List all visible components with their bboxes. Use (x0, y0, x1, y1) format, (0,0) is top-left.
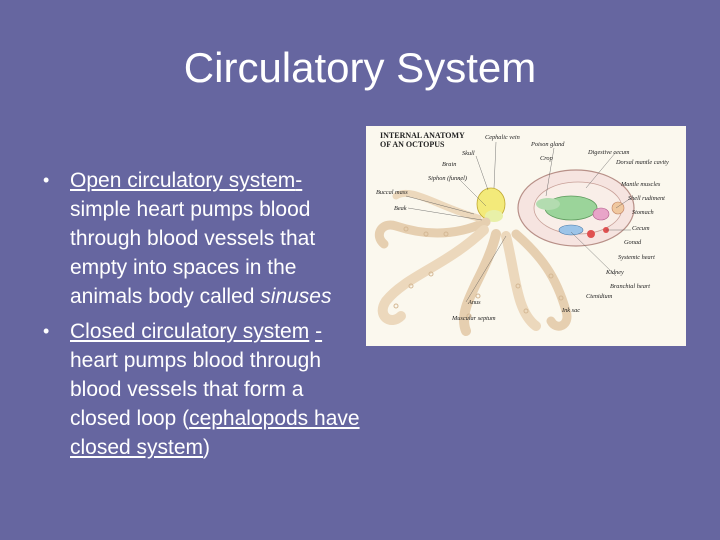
cephalopods-link[interactable]: cephalopods have closed system (70, 407, 360, 459)
slide-title: Circulatory System (183, 44, 537, 91)
label-skull: Skull (462, 150, 475, 157)
open-system-dash: - (295, 169, 303, 192)
label-digestive-cecum: Digestive cecum (587, 149, 630, 156)
open-system-text: simple heart pumps blood through blood v… (70, 198, 316, 308)
label-cecum: Cecum (632, 225, 650, 232)
closed-system-text: heart pumps blood through blood vessels … (70, 349, 322, 430)
label-leaders (405, 141, 632, 303)
octopus-anatomy-figure: INTERNAL ANATOMY OF AN OCTOPUS Cephalic … (366, 126, 686, 346)
label-stomach: Stomach (632, 209, 654, 216)
label-poison-gland: Poison gland (530, 141, 565, 148)
bullet-dot: • (43, 170, 50, 190)
open-system-term[interactable]: Open circulatory system (70, 169, 296, 192)
label-systemic-heart: Systemic heart (618, 254, 655, 261)
closed-system-term[interactable]: Closed circulatory system (70, 320, 310, 343)
sinuses-term: sinuses (260, 285, 332, 308)
label-branchial-heart: Branchial heart (610, 283, 650, 290)
closed-system-dash: - (315, 320, 323, 343)
octopus-drawing (374, 169, 635, 336)
bullet-open-system: • Open circulatory system- simple heart … (40, 166, 360, 311)
label-dorsal-mantle: Dorsal mantle cavity (615, 159, 669, 166)
label-siphon: Siphon (funnel) (428, 175, 467, 182)
label-mantle-muscles: Mantle muscles (620, 181, 661, 188)
label-ink-sac: Ink sac (561, 307, 580, 314)
label-ctenidium: Ctenidium (586, 293, 613, 300)
bullet-dot: • (43, 321, 50, 341)
octopus-diagram: INTERNAL ANATOMY OF AN OCTOPUS Cephalic … (374, 131, 669, 336)
closed-paren: ) (203, 436, 211, 459)
label-muscular-septum: Muscular septum (451, 315, 496, 322)
label-brain: Brain (442, 161, 456, 168)
label-shell-rudiment: Shell rudiment (628, 195, 665, 202)
figure-heading-line2: OF AN OCTOPUS (380, 140, 445, 149)
label-buccal-mass: Buccal mass (376, 189, 408, 196)
label-crop: Crop (540, 155, 553, 162)
bullet-closed-system: • Closed circulatory system - heart pump… (40, 317, 360, 462)
label-beak: Beak (394, 205, 407, 212)
label-cephalic-vein: Cephalic vein (485, 134, 520, 141)
figure-heading-line1: INTERNAL ANATOMY (380, 131, 465, 140)
label-kidney: Kidney (605, 269, 624, 276)
label-anus: Anus (467, 299, 481, 306)
bullet-list: • Open circulatory system- simple heart … (40, 166, 360, 468)
label-gonad: Gonad (624, 239, 642, 246)
